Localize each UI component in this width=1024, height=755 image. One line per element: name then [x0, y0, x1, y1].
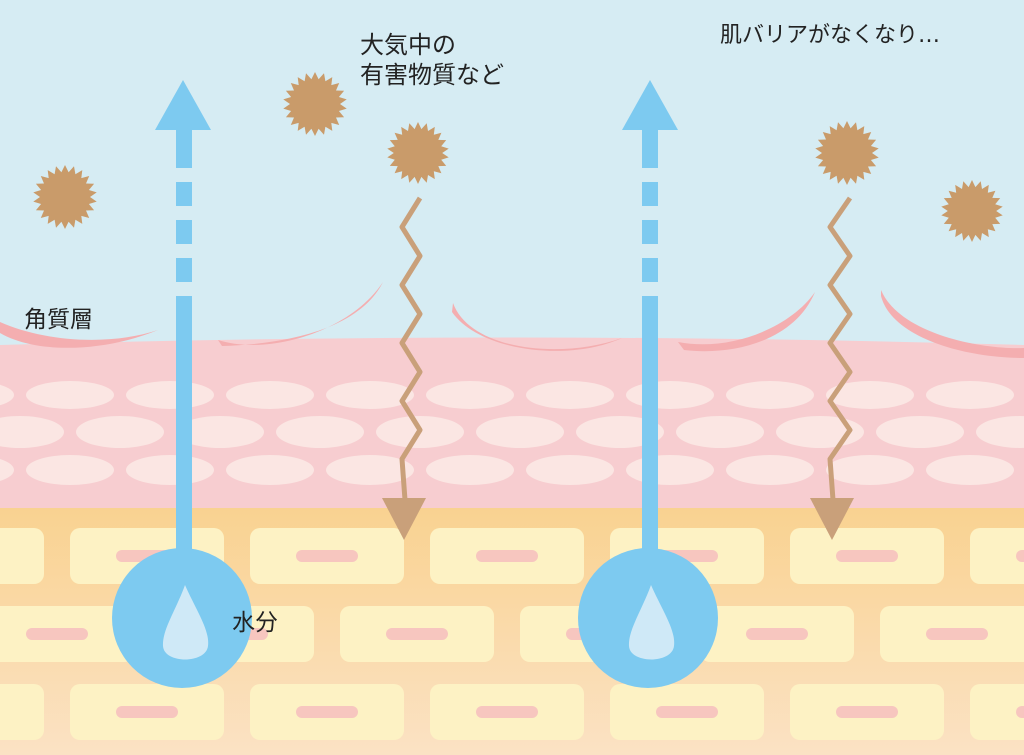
epidermis-cell [976, 416, 1024, 448]
epidermis-cell [276, 416, 364, 448]
pollutants-label-line2: 有害物質など [360, 61, 504, 89]
epidermis-cell [176, 416, 264, 448]
pollutant-arrowhead [810, 498, 854, 540]
epidermis-cell [526, 455, 614, 485]
moisture-dash [642, 258, 658, 282]
epidermis-cell [676, 416, 764, 448]
dermis-cell-core [926, 628, 988, 640]
moisture-shaft [176, 296, 192, 556]
moisture-shaft [642, 296, 658, 556]
epidermis-cell [126, 381, 214, 409]
epidermis-cell [426, 455, 514, 485]
dermis-cell-core [476, 706, 538, 718]
moisture-dash [176, 130, 192, 168]
dermis-cell [970, 684, 1024, 740]
epidermis-cell [226, 381, 314, 409]
stratum-corneum-flakes [0, 282, 1024, 358]
moisture-dash [642, 130, 658, 168]
epidermis-cell [926, 455, 1014, 485]
sky-background [0, 0, 1024, 360]
epidermis-cell [626, 381, 714, 409]
pollutants-label-line1: 大気中の [360, 31, 456, 59]
stratum-flake [881, 290, 1024, 358]
moisture-arrowhead [622, 80, 678, 130]
epidermis-cell [726, 381, 814, 409]
spiky-particle-icon [815, 121, 879, 185]
moisture-dash [642, 182, 658, 206]
epidermis-cell [0, 416, 64, 448]
moisture-dash [176, 182, 192, 206]
moisture-label: 水分 [232, 610, 278, 636]
dermis-cell-core [296, 550, 358, 562]
epidermis-cell [0, 384, 14, 406]
spiky-particle-icon [387, 122, 449, 184]
dermis-cell-core [26, 628, 88, 640]
moisture-source-right [578, 548, 718, 688]
epidermis-cell [726, 455, 814, 485]
pollutant-zigzag-path [399, 196, 423, 501]
water-droplet-icon [162, 585, 209, 660]
epidermis-cell [26, 381, 114, 409]
moisture-arrowhead [155, 80, 211, 130]
spiky-particle-icon [33, 165, 97, 229]
epidermis-layer [0, 337, 1024, 508]
stratum-flake [0, 322, 158, 348]
epidermis-cell [926, 381, 1014, 409]
dermis-cell-core [1016, 550, 1024, 562]
dermis-cell-core [1016, 706, 1024, 718]
pollutant-penetration-paths [382, 196, 854, 540]
epidermis-cell [76, 416, 164, 448]
epidermis-cell [626, 455, 714, 485]
moisture-dash [176, 220, 192, 244]
dermis-cell [970, 528, 1024, 584]
barrier-lost-label: 肌バリアがなくなり… [720, 23, 941, 48]
stratum-corneum-label: 角質層 [24, 307, 93, 333]
pollutant-zigzag-path [827, 196, 853, 501]
epidermis-cell [476, 416, 564, 448]
moisture-dash [642, 220, 658, 244]
epidermis-cell [326, 455, 414, 485]
pollutant-arrowhead [382, 498, 426, 540]
dermis-cell [0, 684, 44, 740]
epidermis-cell [26, 455, 114, 485]
dermis-cell-core [116, 706, 178, 718]
dermis-layer [0, 505, 1024, 755]
dermis-cell-core [296, 706, 358, 718]
dermis-cell-core [836, 550, 898, 562]
epidermis-cell [326, 381, 414, 409]
epidermis-cell [426, 381, 514, 409]
dermis-cell-core [386, 628, 448, 640]
pollutant-particles [33, 72, 1003, 242]
epidermis-cell [126, 455, 214, 485]
moisture-dash [176, 258, 192, 282]
epidermis-cell [0, 459, 14, 481]
dermis-cell-core [836, 706, 898, 718]
dermis-cell-core [476, 550, 538, 562]
dermis-cell [0, 528, 44, 584]
dermis-cell-core [746, 628, 808, 640]
epidermis-cell [876, 416, 964, 448]
stratum-flake [678, 292, 815, 352]
moisture-escape-arrows [155, 80, 678, 556]
epidermis-cell [226, 455, 314, 485]
dermis-cell-core [656, 706, 718, 718]
moisture-source-left [112, 548, 252, 688]
spiky-particle-icon [941, 180, 1003, 242]
epidermis-cell [526, 381, 614, 409]
epidermis-cell [826, 381, 914, 409]
spiky-particle-icon [283, 72, 347, 136]
pollutants-label: 大気中の 有害物質など [360, 30, 504, 90]
epidermis-cell [826, 455, 914, 485]
water-droplet-icon [628, 585, 675, 660]
